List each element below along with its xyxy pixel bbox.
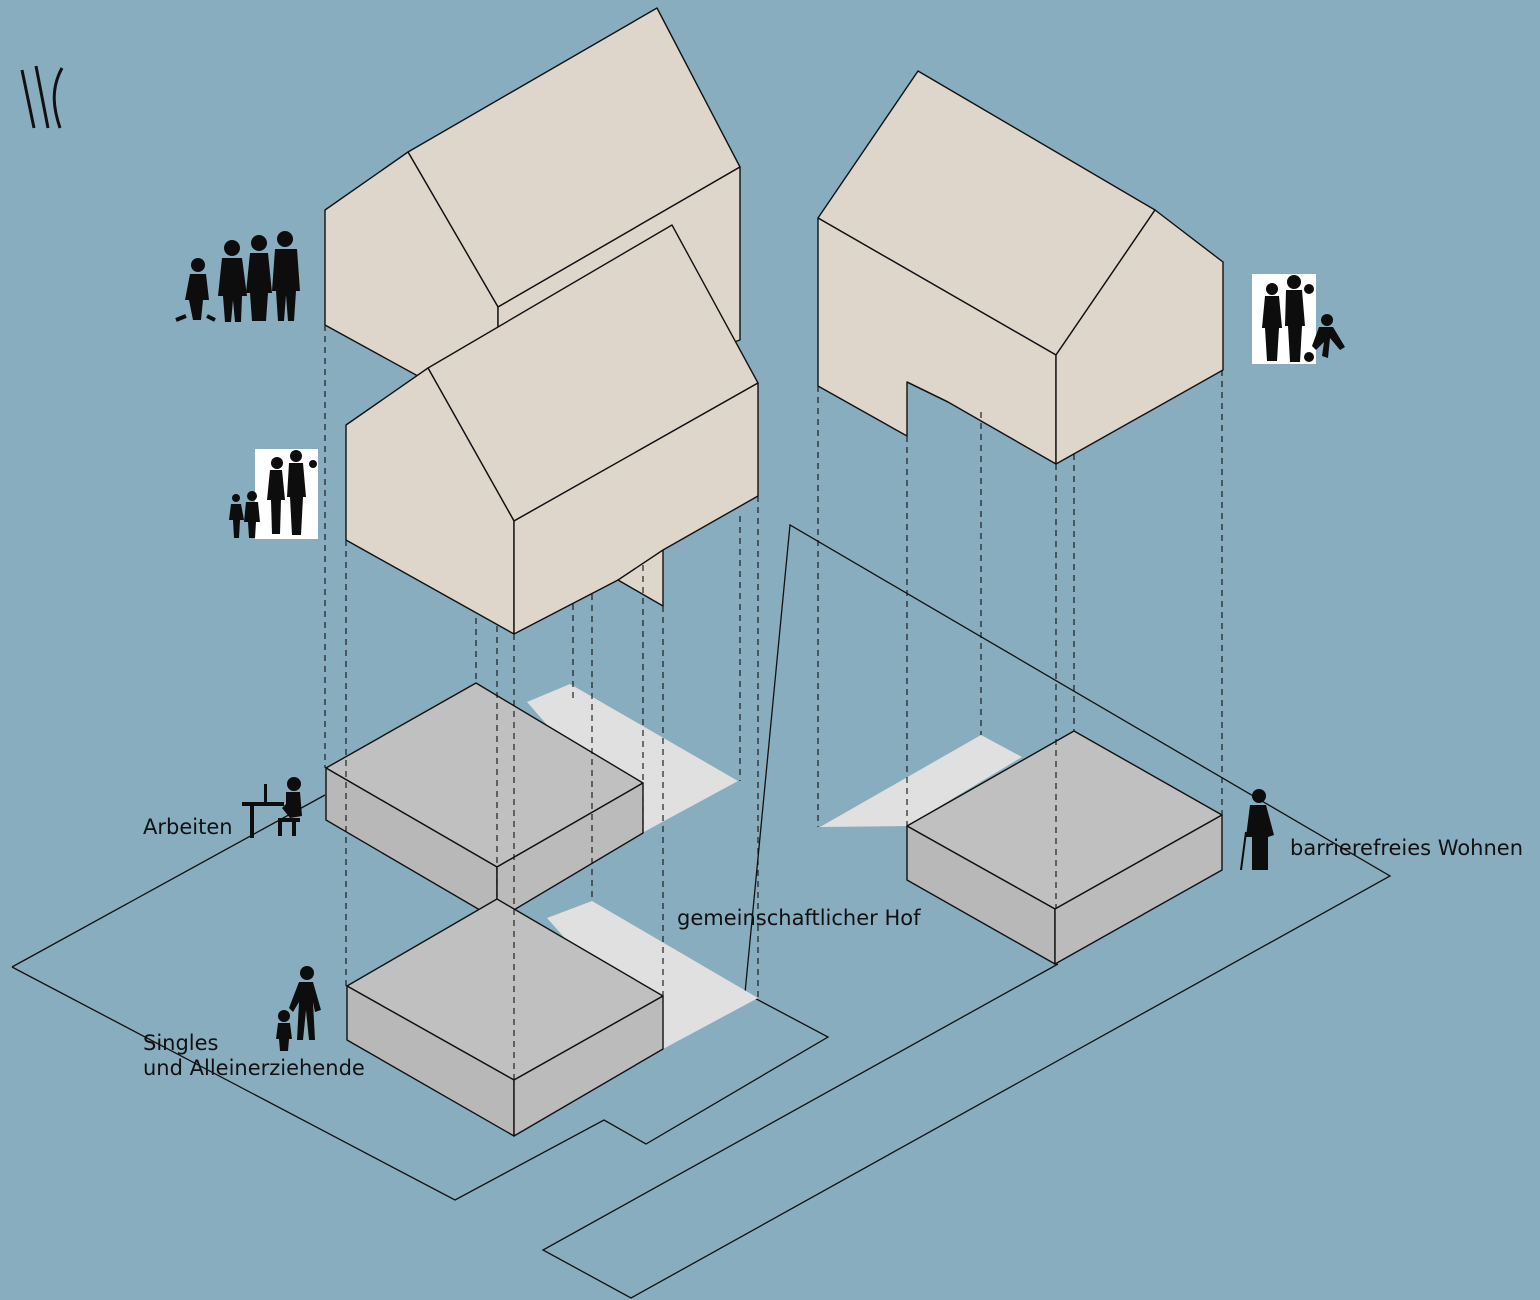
mother-and-child-silhouette-icon bbox=[276, 966, 321, 1051]
label-singles-line2: und Alleinerziehende bbox=[143, 1056, 365, 1080]
projection-lines bbox=[324, 325, 1223, 1080]
family-of-four-silhouette-icon bbox=[175, 231, 300, 322]
logo-icon bbox=[20, 65, 64, 129]
family-playing-ball-silhouette-icon bbox=[1252, 274, 1345, 364]
elderly-with-cane-silhouette-icon bbox=[1240, 789, 1274, 871]
label-barrier-free: barrierefreies Wohnen bbox=[1290, 836, 1523, 860]
person-at-desk-silhouette-icon bbox=[242, 777, 302, 838]
house-front-left bbox=[345, 224, 759, 635]
base-block-singles bbox=[346, 898, 664, 1137]
house-right bbox=[817, 70, 1224, 465]
label-arbeiten: Arbeiten bbox=[143, 815, 233, 839]
base-block-barrier-free bbox=[906, 730, 1223, 965]
label-singles-line1: Singles bbox=[143, 1031, 219, 1055]
courtyard-strips bbox=[527, 684, 1022, 1049]
label-courtyard: gemeinschaftlicher Hof bbox=[677, 906, 921, 930]
family-with-child-silhouette-icon bbox=[229, 449, 318, 539]
